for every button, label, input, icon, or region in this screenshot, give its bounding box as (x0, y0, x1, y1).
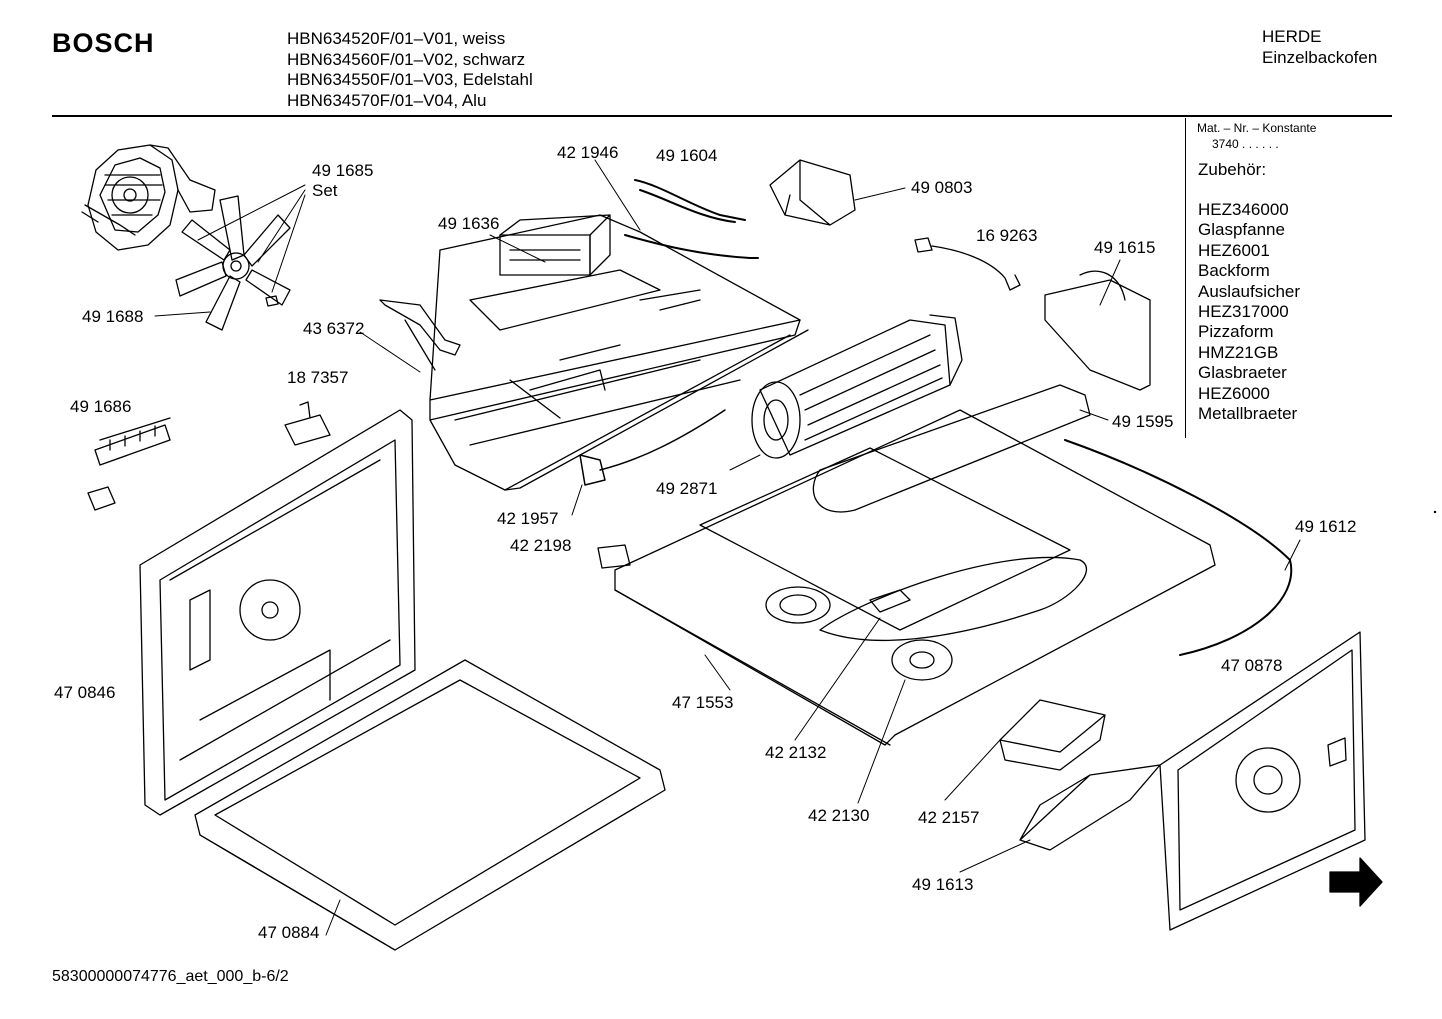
side-panel-divider (1185, 118, 1186, 438)
part-label: Set (312, 181, 338, 200)
brand-logo: BOSCH (52, 28, 155, 58)
model-line: HBN634550F/01–V03, Edelstahl (287, 70, 533, 89)
part-label: 49 1688 (82, 307, 144, 326)
cooling-plate-drawing (429, 214, 809, 491)
fan-motor-drawing (81, 144, 216, 251)
part-label: 47 0846 (54, 683, 116, 702)
part-label: 49 1613 (912, 875, 974, 894)
accessory-item: HEZ317000 (1198, 302, 1289, 322)
tangential-fan-drawing (579, 314, 963, 486)
part-label: 49 2871 (656, 479, 718, 498)
part-label: 18 7357 (287, 368, 349, 387)
accessory-item: Glasbraeter (1198, 363, 1287, 383)
model-list: HBN634520F/01–V01, weiss HBN634560F/01–V… (287, 29, 533, 111)
accessory-item: HEZ346000 (1198, 200, 1289, 219)
part-label: 49 1604 (656, 146, 718, 165)
next-page-arrow-icon (1329, 857, 1383, 907)
part-label: 49 0803 (911, 178, 973, 197)
filter-drawing (769, 159, 856, 226)
part-label: 42 2132 (765, 743, 827, 762)
part-label: 42 2130 (808, 806, 870, 825)
part-label: 43 6372 (303, 319, 365, 338)
fan-wheel-drawing (175, 195, 291, 331)
connector-cable-drawing (914, 237, 1021, 291)
mat-number-value: 3740 . . . . . . (1212, 137, 1279, 151)
part-label: 49 1685 (312, 161, 374, 180)
rear-panel-drawing (139, 409, 416, 816)
part-label: 42 1957 (497, 509, 559, 528)
accessory-item: Pizzaform (1198, 322, 1274, 342)
accessory-item: Backform (1198, 261, 1270, 281)
thermostat-drawing (597, 544, 631, 569)
part-label: 49 1615 (1094, 238, 1156, 257)
model-line: HBN634570F/01–V04, Alu (287, 90, 487, 110)
part-label: 16 9263 (976, 226, 1038, 245)
cable-harness-drawing (624, 234, 759, 259)
door-lock-drawing (1044, 270, 1151, 391)
control-module-drawing (999, 699, 1106, 771)
category-title: HERDE (1262, 27, 1322, 46)
sensor-cable-drawing (1064, 439, 1293, 656)
part-label: 49 1686 (70, 397, 132, 416)
bottom-tray-drawing (194, 659, 666, 951)
terminal-block-drawing (94, 417, 171, 466)
part-label: 49 1595 (1112, 412, 1174, 431)
accessories-title: Zubehör: (1198, 160, 1267, 179)
model-line: HBN634560F/01–V02, schwarz (287, 49, 526, 69)
model-line: HBN634520F/01–V01, weiss (287, 29, 506, 48)
duct-drawing (1019, 764, 1161, 851)
part-label: 42 2157 (918, 808, 980, 827)
accessory-item: HEZ6001 (1198, 240, 1270, 260)
clip-drawing (87, 486, 116, 511)
part-label: 42 1946 (557, 143, 619, 162)
thermal-switch-drawing (284, 401, 331, 446)
part-label: 42 2198 (510, 536, 572, 555)
part-label: 47 0878 (1221, 656, 1283, 675)
part-label: 49 1636 (438, 214, 500, 233)
accessory-item: Metallbraeter (1198, 404, 1298, 424)
mat-number-label: Mat. – Nr. – Konstante (1197, 121, 1317, 135)
header-divider (52, 115, 1392, 117)
mounting-bracket-drawing (379, 299, 461, 356)
accessory-item: Auslaufsicher (1198, 281, 1301, 301)
document-id: 58300000074776_aet_000_b-6/2 (52, 968, 289, 985)
part-label: 49 1612 (1295, 517, 1357, 536)
oven-top-panel-drawing (614, 384, 1216, 746)
leader-lines (325, 159, 1301, 936)
part-label: 47 1553 (672, 693, 734, 712)
accessory-item: HEZ6000 (1198, 383, 1270, 403)
category-subtitle: Einzelbackofen (1262, 47, 1378, 67)
accessory-item: HMZ21GB (1198, 342, 1279, 362)
front-panel-drawing (1159, 631, 1366, 931)
category: HERDE Einzelbackofen (1262, 27, 1377, 68)
part-label: 47 0884 (258, 923, 320, 942)
accessories-list: HEZ346000 Glaspfanne HEZ6001 Backform Au… (1198, 200, 1300, 424)
accessory-item: Glaspfanne (1198, 220, 1285, 240)
